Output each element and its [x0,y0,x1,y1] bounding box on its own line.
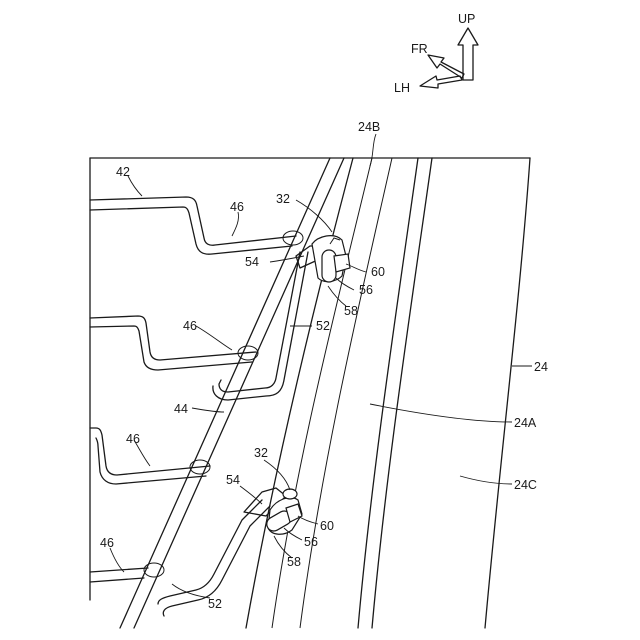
label-58-upper: 58 [344,304,358,318]
wire-46-a-lower [90,326,252,370]
label-56-upper: 56 [359,283,373,297]
wire-46-c [90,568,148,572]
bolster-edge-a [358,158,418,628]
outer-edge-24 [485,158,530,628]
label-60-upper: 60 [371,265,385,279]
up-label: UP [458,12,475,26]
wire-46-b [90,428,210,475]
seat-outline [90,158,530,628]
wire-46-b-lower [96,438,206,484]
label-44: 44 [174,402,188,416]
label-42: 42 [116,165,130,179]
pad-line-24B-outer [300,158,392,628]
label-46-top: 46 [230,200,244,214]
wire-46-c-lower [90,578,144,582]
left-label: LH [394,81,410,95]
label-32-upper: 32 [276,192,290,206]
wire-42 [90,197,296,245]
label-46-low: 46 [126,432,140,446]
label-52-upper: 52 [316,319,330,333]
wire-52-upper [219,252,300,392]
wire-42-lower [90,207,292,254]
label-60-lower: 60 [320,519,334,533]
label-46-bottom: 46 [100,536,114,550]
label-24B: 24B [358,120,380,134]
clip-assembly-32-upper [312,236,350,282]
reference-labels: 42 46 24B 32 54 60 56 58 52 46 44 46 32 … [100,120,548,611]
bolster-edge-b [372,158,432,628]
label-52-lower: 52 [208,597,222,611]
label-46-mid: 46 [183,319,197,333]
label-58-lower: 58 [287,555,301,569]
pin-58-upper [322,250,336,282]
label-54-lower: 54 [226,473,240,487]
label-56-lower: 56 [304,535,318,549]
front-arrow [428,55,464,78]
wire-46-a [90,316,256,360]
label-24C: 24C [514,478,537,492]
label-24A: 24A [514,416,537,430]
left-arrow [420,76,462,88]
label-24: 24 [534,360,548,374]
orientation-indicator: UP FR LH [394,12,478,95]
clip-assembly-32-lower [264,489,302,534]
label-32-lower: 32 [254,446,268,460]
label-54-upper: 54 [245,255,259,269]
tab-60-upper [334,254,350,272]
wire-52-lower [158,500,262,604]
front-label: FR [411,42,428,56]
